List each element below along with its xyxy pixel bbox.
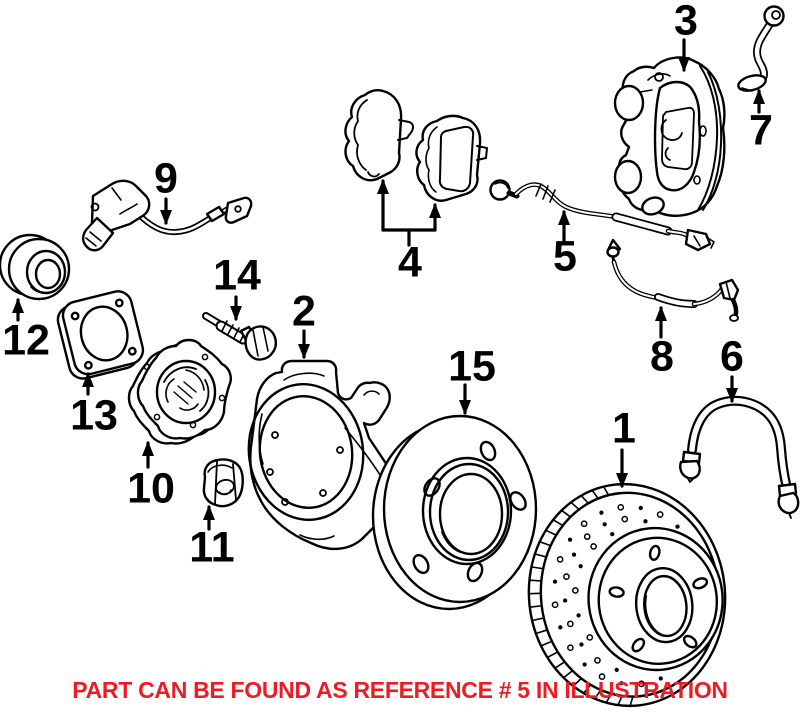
part-15-spacer-flange-drawing xyxy=(371,414,538,611)
callout-7: 7 xyxy=(749,106,773,155)
part-8-sensor-wire-drawing xyxy=(606,238,740,322)
callout-5: 5 xyxy=(553,232,577,281)
part-14-bolt-drawing xyxy=(202,312,278,361)
part-1-brake-disc-drawing xyxy=(527,482,727,708)
callout-13: 13 xyxy=(70,391,118,440)
callout-15: 15 xyxy=(448,342,496,391)
part-13-gasket-plate-drawing xyxy=(56,290,145,380)
reference-note: PART CAN BE FOUND AS REFERENCE # 5 IN IL… xyxy=(72,677,728,703)
part-7-vent-hose-drawing xyxy=(737,5,785,92)
callout-2: 2 xyxy=(292,287,316,336)
callout-14: 14 xyxy=(213,251,261,300)
part-3-brake-caliper-drawing xyxy=(613,56,726,217)
callout-12: 12 xyxy=(2,316,50,365)
callout-3: 3 xyxy=(674,0,698,45)
part-4-brake-pads-drawing xyxy=(344,89,488,202)
part-5-wear-sensor-wire-drawing xyxy=(489,179,715,252)
callout-8: 8 xyxy=(650,332,674,381)
callout-1: 1 xyxy=(612,404,636,453)
callout-4: 4 xyxy=(398,238,422,287)
part-6-brake-hose-drawing xyxy=(679,395,800,519)
callout-11: 11 xyxy=(189,523,235,572)
part-11-hub-nut-drawing xyxy=(202,458,244,508)
part-2-splash-shield-drawing xyxy=(247,359,395,551)
callout-arrows xyxy=(12,38,765,531)
part-9-abs-sensor-drawing xyxy=(81,179,253,252)
part-10-wheel-hub-drawing xyxy=(127,338,232,445)
callout-10: 10 xyxy=(127,464,175,513)
callout-9: 9 xyxy=(154,154,178,203)
callout-6: 6 xyxy=(720,332,744,381)
part-12-wheel-bearing-drawing xyxy=(0,233,71,301)
